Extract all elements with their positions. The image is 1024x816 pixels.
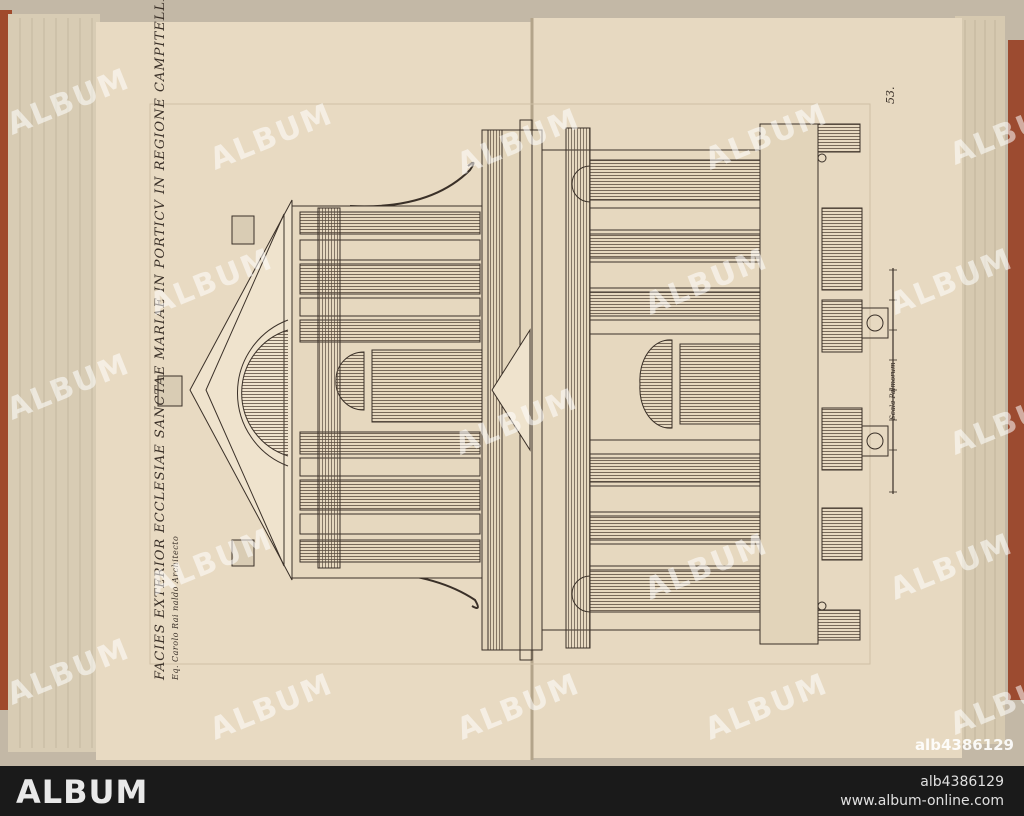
image-id: alb4386129 bbox=[920, 774, 1004, 790]
stock-id-overlay: alb4386129 bbox=[914, 736, 1014, 754]
facade-engraving bbox=[157, 119, 897, 661]
site-url: www.album-online.com bbox=[840, 793, 1004, 809]
book-illustration bbox=[0, 10, 1024, 760]
plate-title: FACIES EXTERIOR ECCLESIAE SANCTAE MARIAE… bbox=[153, 0, 168, 680]
footer-bar: ALBUM alb4386129 www.album-online.com bbox=[0, 766, 1024, 816]
plate-credit: Eq. Carolo Rai naldo Architecto bbox=[171, 535, 180, 680]
photograph: FACIES EXTERIOR ECCLESIAE SANCTAE MARIAE… bbox=[0, 0, 1024, 766]
page-number: 53. bbox=[884, 86, 897, 105]
plate-caption: FACIES EXTERIOR ECCLESIAE SANCTAE MARIAE… bbox=[153, 0, 180, 680]
scale-label: Scala Palmorum bbox=[889, 362, 897, 420]
brand-logo: ALBUM bbox=[16, 773, 149, 811]
